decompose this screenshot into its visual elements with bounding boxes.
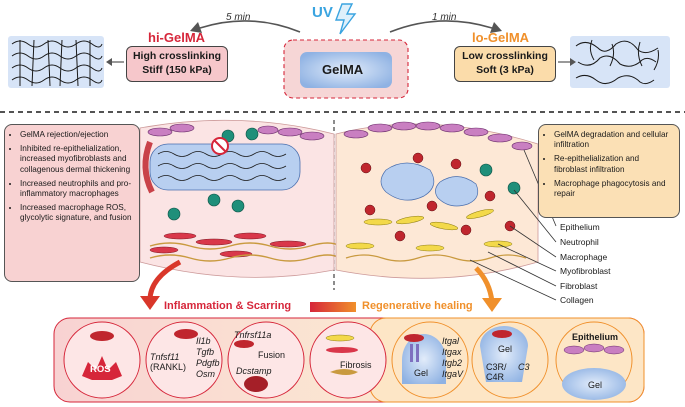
- c6-c4r-label: C4R: [486, 372, 505, 382]
- circle-cytokines: [145, 321, 223, 399]
- right-wound-tissue: [335, 121, 539, 279]
- c2-gene: Pdgfb: [196, 358, 220, 368]
- c2-gene: Tgfb: [196, 347, 215, 357]
- hi-outcome-item: GelMA rejection/ejection: [20, 130, 133, 140]
- c4-fibrosis-label: Fibrosis: [340, 360, 372, 370]
- hi-crosslink-mesh: [8, 36, 104, 88]
- c6-gel-label: Gel: [498, 344, 513, 354]
- hi-time: 5 min: [226, 12, 251, 23]
- hi-outcome-item: Increased neutrophils and pro-inflammato…: [20, 179, 133, 199]
- c6-c3r-label: C3R/: [486, 362, 507, 372]
- lo-gelma-box: Low crosslinking Soft (3 kPa): [454, 46, 556, 82]
- hi-gelma-title: hi-GelMA: [148, 30, 206, 45]
- c7-gel-label: Gel: [588, 380, 603, 390]
- c5-gene: Itgb2: [442, 358, 463, 368]
- lo-time: 1 min: [432, 12, 457, 23]
- circle-fusion: [227, 321, 305, 399]
- gradient-indicator: [310, 302, 356, 312]
- lo-gelma-title: lo-GelMA: [472, 30, 530, 45]
- c3-gene-tnfrsf11a: Tnfrsf11a: [234, 330, 272, 340]
- hi-line1: High crosslinking: [132, 50, 222, 62]
- c2-gene-rankl: Tnfsf11: [150, 352, 180, 362]
- ros-label: ROS: [90, 364, 111, 375]
- legend-neutrophil: Neutrophil: [560, 237, 599, 247]
- lo-line1: Low crosslinking: [462, 50, 548, 62]
- regenerative-label: Regenerative healing: [362, 300, 473, 312]
- circle-fibrosis: [309, 321, 387, 399]
- c2-rankl-label: (RANKL): [150, 362, 187, 372]
- left-wound-tissue: [139, 119, 341, 278]
- circle-ros: [63, 321, 141, 399]
- lo-crosslink-mesh: [570, 36, 670, 88]
- c5-gel-label: Gel: [414, 368, 429, 378]
- c2-gene: Osm: [196, 369, 215, 379]
- legend-collagen: Collagen: [560, 295, 594, 305]
- c3-gene-dcstamp: Dcstamp: [236, 366, 272, 376]
- legend-macrophage: Macrophage: [560, 252, 608, 262]
- c3-fusion-label: Fusion: [258, 350, 286, 360]
- c6-c3-label: C3: [518, 362, 530, 372]
- gelma-label: GelMA: [322, 62, 364, 77]
- uv-lightning-icon: [334, 3, 357, 35]
- arrow-to-lo: [389, 20, 493, 33]
- legend-fibroblast: Fibroblast: [560, 281, 598, 291]
- c5-gene: Itgal: [442, 336, 460, 346]
- inflammation-label: Inflammation & Scarring: [164, 300, 292, 312]
- circle-complement: [471, 321, 549, 399]
- hi-outcomes-panel: GelMA rejection/ejection Inhibited re-ep…: [4, 124, 140, 282]
- hi-line2: Stiff (150 kPa): [142, 64, 212, 76]
- hi-outcome-item: Increased macrophage ROS, glycolytic sig…: [20, 203, 133, 223]
- legend-leaders: [469, 149, 557, 301]
- lo-outcome-item: Re-epithelialization and fibroblast infi…: [554, 154, 673, 174]
- lo-outcome-item: GelMA degradation and cellular infiltrat…: [554, 130, 673, 150]
- circle-integrins: [391, 321, 469, 399]
- c5-gene: Itgax: [442, 347, 462, 357]
- lo-outcome-item: Macrophage phagocytosis and repair: [554, 179, 673, 199]
- legend-myofibroblast: Myofibroblast: [560, 266, 611, 276]
- legend-epithelium: Epithelium: [560, 222, 600, 232]
- circle-epithelium-gel: [555, 321, 633, 400]
- lo-outcomes-panel: GelMA degradation and cellular infiltrat…: [538, 124, 680, 218]
- c7-epithelium-label: Epithelium: [572, 332, 619, 342]
- arrow-to-hi: [199, 20, 301, 33]
- c5-gene: ItgaV: [442, 369, 464, 379]
- hi-outcome-item: Inhibited re-epithelialization, increase…: [20, 144, 133, 175]
- c2-gene: Il1b: [196, 336, 211, 346]
- uv-label: UV: [312, 4, 333, 21]
- gelma-blob: [300, 52, 392, 88]
- hi-gelma-box: High crosslinking Stiff (150 kPa): [126, 46, 228, 82]
- lo-line2: Soft (3 kPa): [476, 64, 534, 76]
